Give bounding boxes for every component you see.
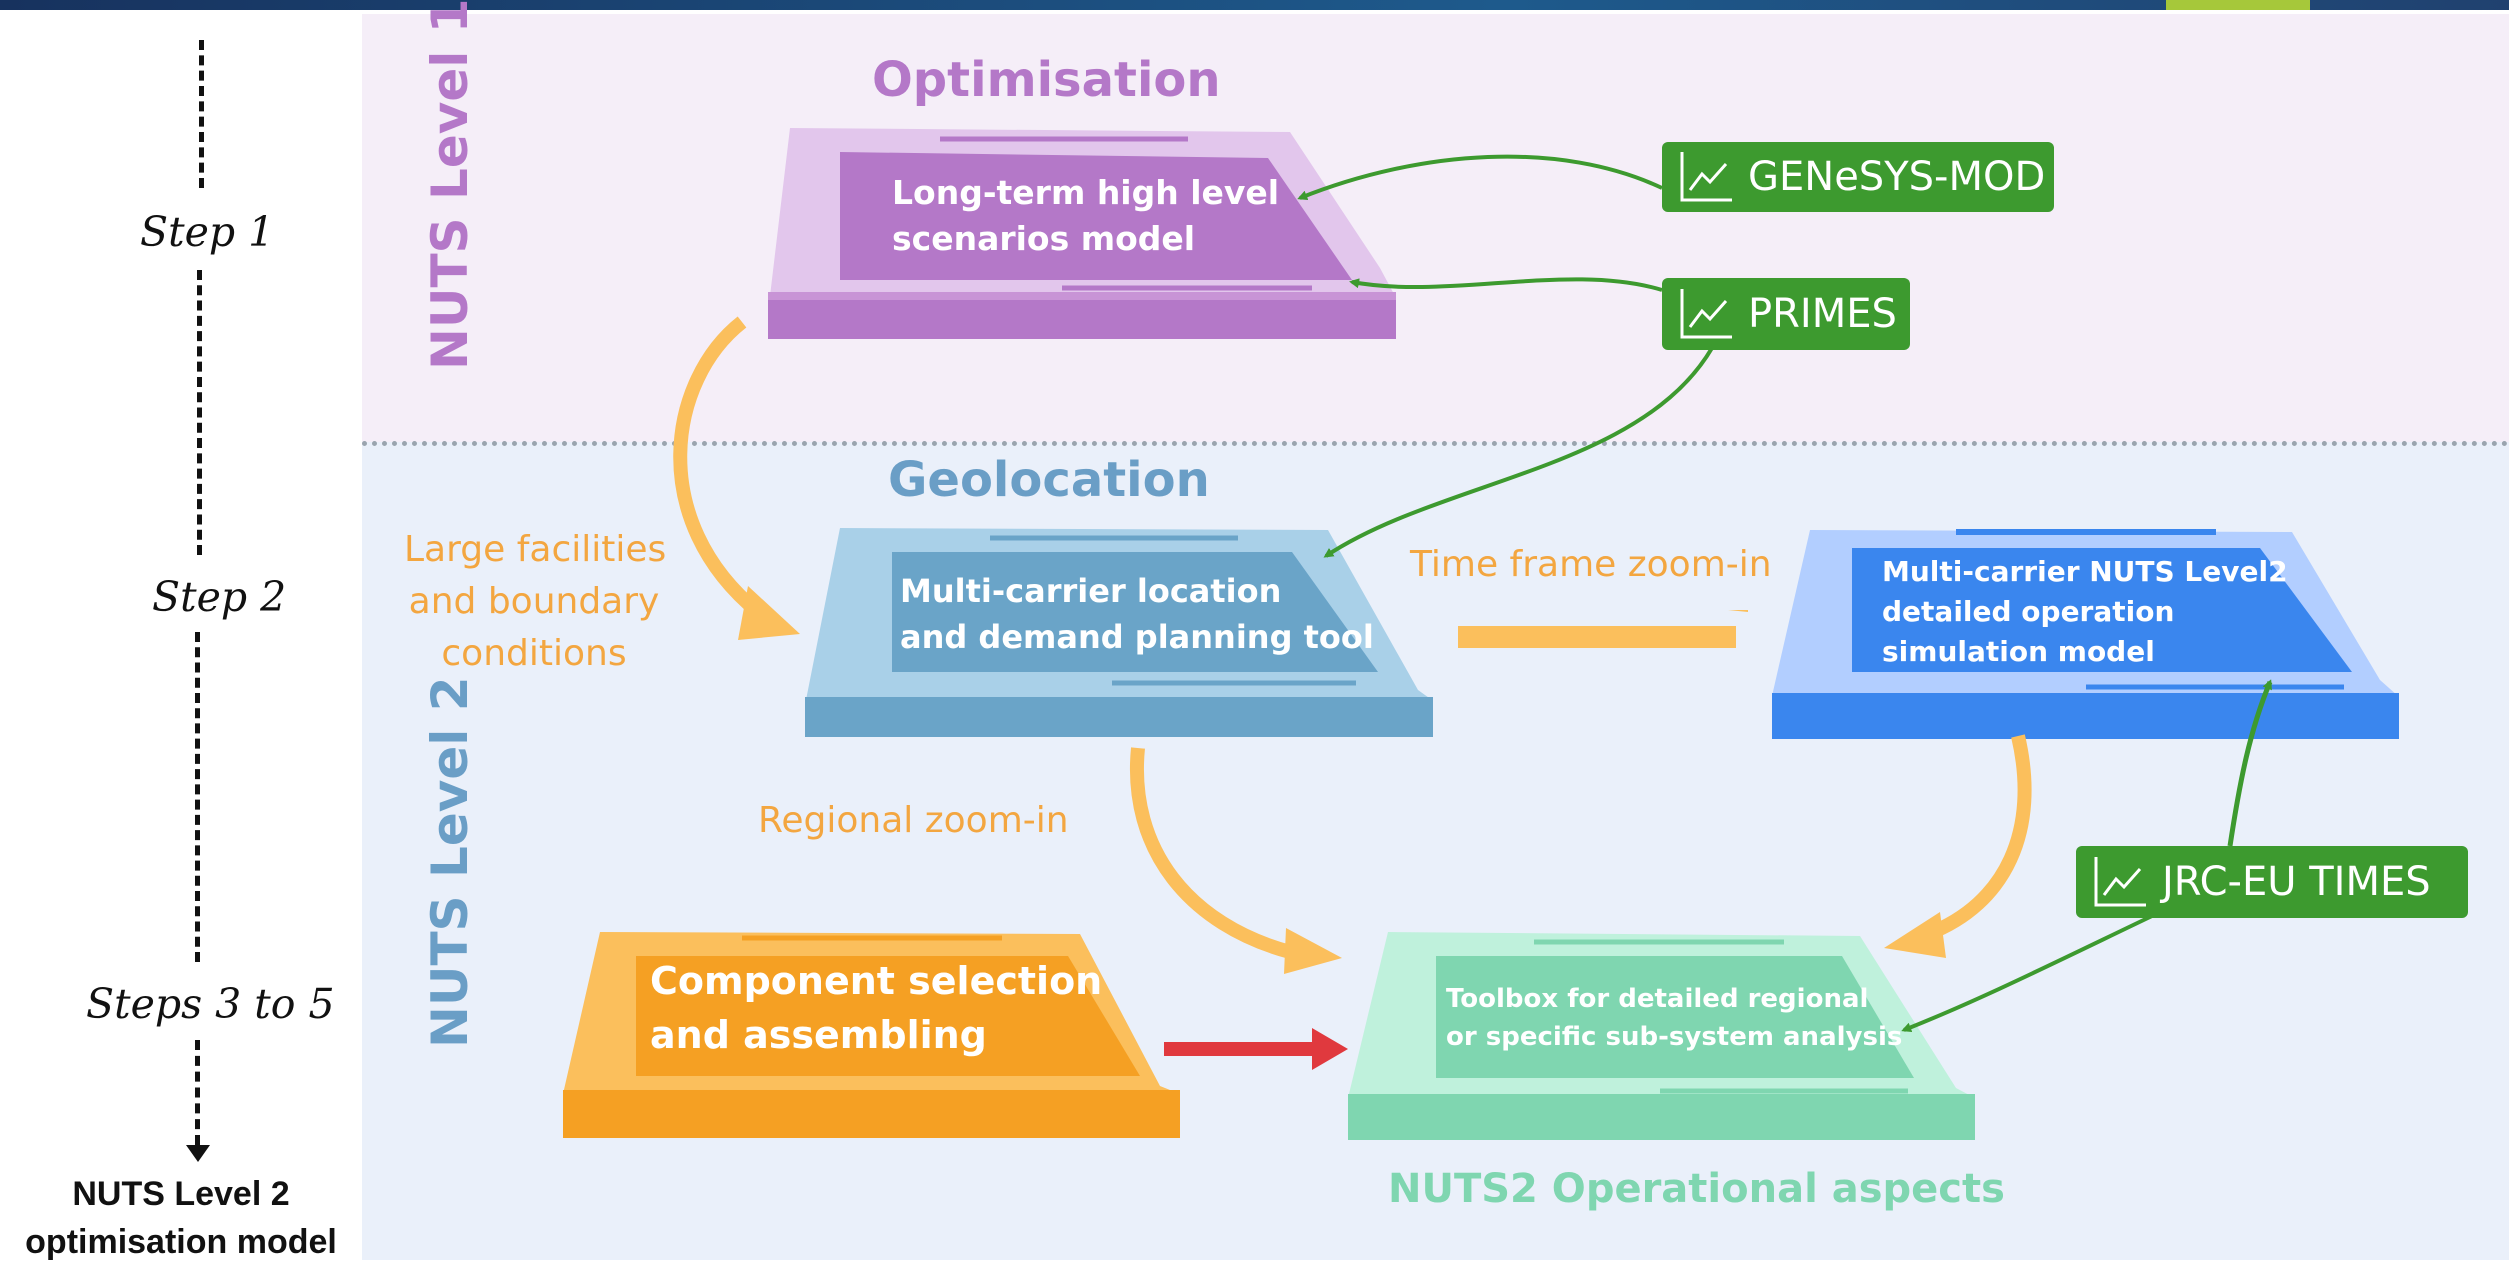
final-output-line2: optimisation model bbox=[25, 1223, 337, 1261]
step-dashed-line bbox=[195, 632, 200, 962]
large-facilities-line3: conditions bbox=[441, 633, 627, 674]
operational-title: NUTS2 Operational aspects bbox=[1388, 1166, 2005, 1212]
large-facilities-line1: Large facilities bbox=[404, 529, 667, 570]
large-facilities-label: Large facilities and boundary conditions bbox=[404, 524, 667, 680]
step-dashed-line bbox=[197, 270, 202, 555]
location-line1: Multi-carrier location bbox=[900, 572, 1282, 610]
large-facilities-line2: and boundary bbox=[408, 581, 660, 622]
step-dashed-line bbox=[199, 40, 204, 188]
nuts-sim-line3: simulation model bbox=[1882, 635, 2155, 668]
jrc-eu-times-badge: JRC-EU TIMES bbox=[2076, 846, 2468, 918]
nuts-level-1-label: NUTS Level 1 bbox=[421, 0, 479, 370]
nuts-level-2-label: NUTS Level 2 bbox=[421, 676, 479, 1048]
toolbox-box-shape bbox=[1348, 932, 1975, 1140]
line-chart-icon bbox=[2094, 857, 2146, 907]
nuts-sim-box-text: Multi-carrier NUTS Level2 detailed opera… bbox=[1882, 552, 2288, 672]
orange-arrow-regional bbox=[1129, 747, 1342, 974]
genesys-mod-label: GENeSYS-MOD bbox=[1748, 154, 2046, 200]
final-output-label: NUTS Level 2 optimisation model bbox=[0, 1170, 362, 1266]
jrc-eu-times-label: JRC-EU TIMES bbox=[2162, 859, 2431, 905]
regional-label: Regional zoom-in bbox=[758, 800, 1069, 841]
multi-carrier-nuts-box-shape bbox=[1772, 529, 2399, 739]
long-term-box-text: Long-term high level scenarios model bbox=[892, 170, 1279, 262]
nuts-sim-line1: Multi-carrier NUTS Level2 bbox=[1882, 555, 2288, 588]
component-line1: Component selection bbox=[650, 959, 1103, 1003]
line-chart-icon bbox=[1680, 152, 1732, 202]
final-output-line1: NUTS Level 2 bbox=[72, 1175, 290, 1213]
geolocation-title: Geolocation bbox=[888, 452, 1210, 508]
location-line2: and demand planning tool bbox=[900, 618, 1374, 656]
orange-arrow-time-frame bbox=[1458, 604, 1748, 660]
line-chart-icon bbox=[1680, 289, 1732, 339]
step-2-label: Step 2 bbox=[152, 573, 287, 621]
green-arrow-primes-2 bbox=[1323, 346, 1714, 558]
green-arrow-primes-1 bbox=[1349, 277, 1663, 292]
top-bar-accent bbox=[2166, 0, 2310, 10]
toolbox-line2: or specific sub-system analysis bbox=[1446, 1022, 1903, 1052]
green-arrow-jrc-2 bbox=[1901, 914, 2153, 1033]
green-arrow-genesys bbox=[1297, 154, 1663, 201]
long-term-box-shape bbox=[768, 128, 1396, 339]
step-arrow-head bbox=[186, 1145, 210, 1162]
orange-arrow-large-facilities bbox=[673, 316, 800, 640]
location-box-text: Multi-carrier location and demand planni… bbox=[900, 568, 1374, 660]
multi-carrier-location-box-shape bbox=[805, 528, 1433, 737]
level-divider bbox=[362, 441, 2509, 446]
long-term-line1: Long-term high level bbox=[892, 173, 1280, 212]
component-box-shape bbox=[563, 932, 1180, 1138]
time-frame-label: Time frame zoom-in bbox=[1410, 544, 1772, 585]
toolbox-line1: Toolbox for detailed regional bbox=[1446, 984, 1869, 1014]
optimisation-title: Optimisation bbox=[872, 52, 1221, 108]
component-line2: and assembling bbox=[650, 1013, 987, 1057]
primes-label: PRIMES bbox=[1748, 291, 1897, 337]
orange-arrow-operation bbox=[1884, 734, 2032, 958]
red-arrow-component bbox=[1164, 1028, 1348, 1070]
toolbox-box-text: Toolbox for detailed regional or specifi… bbox=[1446, 980, 1902, 1056]
long-term-line2: scenarios model bbox=[892, 219, 1196, 258]
genesys-mod-badge: GENeSYS-MOD bbox=[1662, 142, 2054, 212]
green-arrow-jrc-1 bbox=[2227, 679, 2273, 847]
nuts-sim-line2: detailed operation bbox=[1882, 595, 2175, 628]
component-box-text: Component selection and assembling bbox=[650, 954, 1102, 1062]
step-3-label: Steps 3 to 5 bbox=[86, 980, 335, 1028]
step-dashed-line bbox=[195, 1040, 200, 1145]
step-1-label: Step 1 bbox=[140, 208, 275, 256]
steps-column: Step 1 Step 2 Steps 3 to 5 NUTS Level 2 … bbox=[0, 0, 362, 1269]
nuts-level-1-band bbox=[362, 14, 2509, 442]
top-bar bbox=[0, 0, 2509, 10]
primes-badge: PRIMES bbox=[1662, 278, 1910, 350]
